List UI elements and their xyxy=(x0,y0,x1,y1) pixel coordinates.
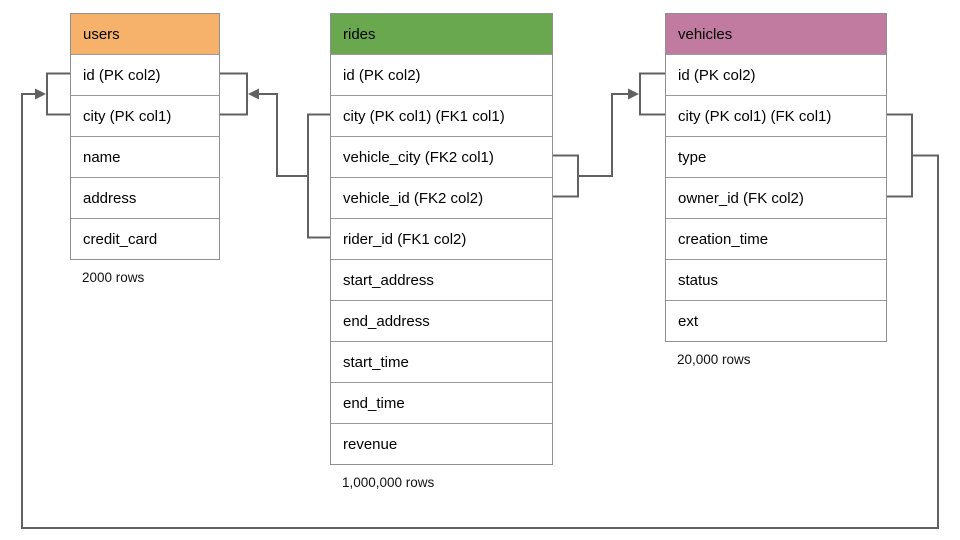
fk1-rides-to-users-connector xyxy=(220,72,330,239)
table-vehicles: vehicles id (PK col2)city (PK col1) (FK … xyxy=(665,13,887,367)
table-row: ext xyxy=(666,300,886,341)
table-rides-rowcount: 1,000,000 rows xyxy=(342,475,435,490)
table-users-header: users xyxy=(71,14,219,54)
table-rides-box: rides id (PK col2)city (PK col1) (FK1 co… xyxy=(330,13,553,465)
table-row: vehicle_id (FK2 col2) xyxy=(331,177,552,218)
table-row: city (PK col1) (FK1 col1) xyxy=(331,95,552,136)
fk2-arrowhead-icon xyxy=(628,88,639,100)
table-row: id (PK col2) xyxy=(71,54,219,95)
fk2-arrow-line xyxy=(578,93,629,177)
table-row: city (PK col1) xyxy=(71,95,219,136)
fk2-rides-to-vehicles-connector xyxy=(553,72,665,198)
table-users-rowcount: 2000 rows xyxy=(82,270,145,285)
fk-arrow-line xyxy=(21,93,939,529)
table-row: start_time xyxy=(331,341,552,382)
fk1-rides-bracket xyxy=(307,113,330,239)
table-row: end_time xyxy=(331,382,552,423)
table-row: type xyxy=(666,136,886,177)
table-row: revenue xyxy=(331,423,552,464)
table-row: id (PK col2) xyxy=(331,54,552,95)
table-row: rider_id (FK1 col2) xyxy=(331,218,552,259)
table-row: credit_card xyxy=(71,218,219,259)
table-row: name xyxy=(71,136,219,177)
table-vehicles-box: vehicles id (PK col2)city (PK col1) (FK … xyxy=(665,13,887,342)
fk1-arrowhead-icon xyxy=(248,88,259,100)
table-vehicles-rowcount: 20,000 rows xyxy=(677,352,751,367)
table-rides-rows: id (PK col2)city (PK col1) (FK1 col1)veh… xyxy=(331,54,552,464)
table-row: start_address xyxy=(331,259,552,300)
fk-vehicles-to-users-connector xyxy=(21,72,939,529)
table-rides-header: rides xyxy=(331,14,552,54)
table-vehicles-rows: id (PK col2)city (PK col1) (FK col1)type… xyxy=(666,54,886,341)
fk2-vehicles-bracket xyxy=(639,72,665,116)
fk1-users-bracket xyxy=(220,72,248,116)
table-row: creation_time xyxy=(666,218,886,259)
table-row: status xyxy=(666,259,886,300)
fk1-arrow-line xyxy=(258,93,308,177)
fk-vehicles-bracket xyxy=(887,113,913,198)
fk2-rides-bracket xyxy=(553,154,579,198)
table-vehicles-header: vehicles xyxy=(666,14,886,54)
table-row: vehicle_city (FK2 col1) xyxy=(331,136,552,177)
table-rides: rides id (PK col2)city (PK col1) (FK1 co… xyxy=(330,13,553,490)
table-row: city (PK col1) (FK col1) xyxy=(666,95,886,136)
table-row: owner_id (FK col2) xyxy=(666,177,886,218)
fk-arrowhead-icon xyxy=(35,88,46,100)
fk-users-bracket xyxy=(46,72,70,116)
table-row: id (PK col2) xyxy=(666,54,886,95)
table-row: address xyxy=(71,177,219,218)
table-row: end_address xyxy=(331,300,552,341)
